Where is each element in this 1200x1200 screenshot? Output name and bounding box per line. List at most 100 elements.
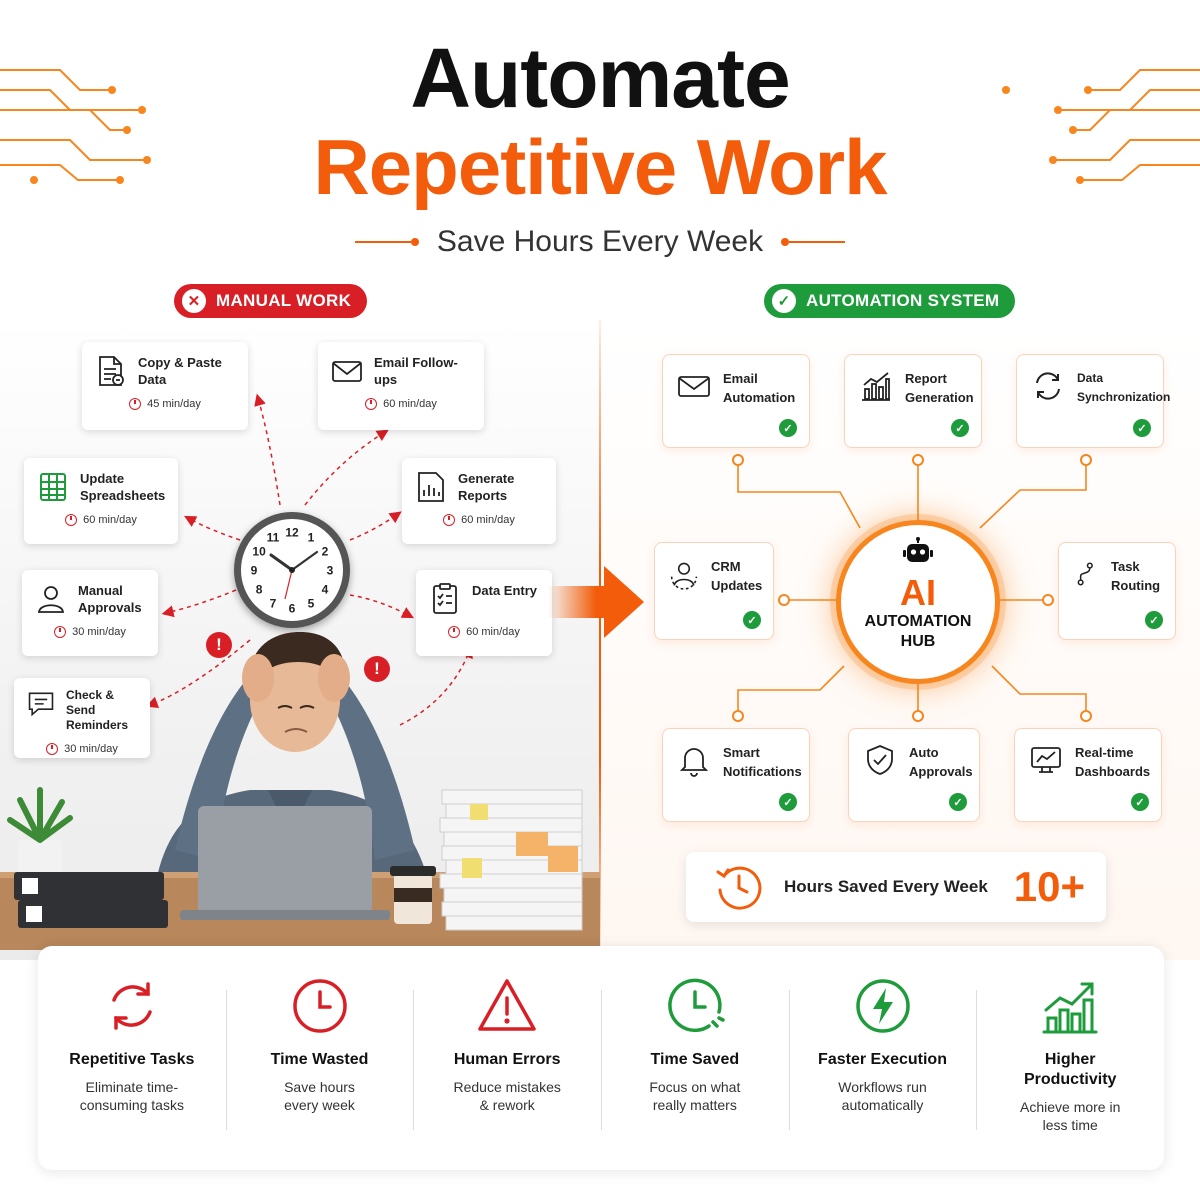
task-time: 60 min/day: [330, 398, 472, 410]
check-icon: ✓: [949, 793, 967, 811]
stopwatch-icon: [65, 514, 78, 526]
manual-task-check-send-reminders: Check & Send Reminders 30 min/day: [14, 678, 150, 758]
circuit-lines-right: [1002, 69, 1200, 184]
benefit-desc: Eliminate time-consuming tasks: [79, 1079, 184, 1113]
hub-ai-label: AI: [900, 572, 936, 613]
manual-task-manual-approvals: Manual Approvals 30 min/day: [22, 570, 158, 656]
manual-task-data-entry: Data Entry 60 min/day: [416, 570, 552, 656]
benefit-faster-execution: Faster Execution Workflows run automatic…: [788, 970, 977, 1170]
transition-arrow-icon: [548, 566, 644, 638]
stopwatch-icon: [365, 398, 378, 410]
task-label: Data Entry: [472, 583, 538, 598]
benefit-time-saved: Time Saved Focus on what really matters: [601, 970, 789, 1170]
benefit-title: Human Errors: [453, 1051, 561, 1068]
subtitle: Save Hours Every Week: [436, 225, 764, 258]
task-label: Update Spreadsheets: [80, 471, 166, 503]
repeat-icon: [112, 982, 152, 1030]
hours-saved-value: 10+: [1013, 863, 1086, 910]
automation-item-label: Report Generation: [905, 371, 974, 405]
monitor-chart-icon: [1031, 747, 1061, 773]
stressed-worker-illustration: [0, 632, 600, 950]
task-time: 45 min/day: [94, 398, 236, 410]
automation-item-smart-notifications: Smart Notifications ✓: [662, 728, 810, 822]
x-icon: ✕: [182, 289, 206, 313]
task-label: Manual Approvals: [78, 583, 142, 615]
clock-numeral: 4: [322, 583, 329, 597]
task-label: Email Follow-ups: [374, 355, 458, 387]
stopwatch-icon: [46, 743, 59, 755]
task-time: 60 min/day: [414, 514, 544, 526]
task-time: 30 min/day: [34, 626, 146, 638]
automation-item-label: Smart Notifications: [723, 745, 802, 779]
envelope-icon: [678, 376, 710, 397]
warning-badge-icon: !: [206, 632, 232, 658]
automation-item-label: Auto Approvals: [909, 745, 973, 779]
hours-saved-card: Hours Saved Every Week 10+: [686, 852, 1106, 922]
check-icon: ✓: [779, 793, 797, 811]
clock-numeral: 10: [252, 545, 266, 559]
benefit-title: Faster Execution: [818, 1051, 947, 1068]
benefit-title: Time Wasted: [270, 1051, 369, 1068]
manual-task-generate-reports: Generate Reports 60 min/day: [402, 458, 556, 544]
stopwatch-icon: [129, 398, 142, 410]
check-icon: ✓: [1145, 611, 1163, 629]
automation-system-badge: ✓ AUTOMATION SYSTEM: [764, 284, 1016, 318]
automation-item-task-routing: Task Routing ✓: [1058, 542, 1176, 640]
bar-chart-icon: [862, 372, 890, 401]
person-icon: [37, 586, 65, 613]
task-time: 30 min/day: [26, 743, 138, 755]
benefit-title: Time Saved: [650, 1051, 740, 1068]
ai-automation-hub: AI AUTOMATION HUB: [836, 520, 1000, 684]
automation-item-report-generation: Report Generation ✓: [844, 354, 982, 448]
benefits-bar: Repetitive Tasks Eliminate time-consumin…: [38, 946, 1164, 1170]
clock-numeral: 11: [267, 531, 280, 545]
clock-numeral: 1: [308, 531, 315, 545]
sync-icon: [1036, 372, 1060, 400]
manual-work-badge-label: MANUAL WORK: [216, 291, 352, 310]
automation-item-email: Email Automation ✓: [662, 354, 810, 448]
automation-item-realtime-dashboards: Real-time Dashboards ✓: [1014, 728, 1162, 822]
stopwatch-icon: [448, 626, 461, 638]
automation-item-label: Real-time Dashboards: [1075, 745, 1151, 779]
clock-numeral: 5: [308, 596, 315, 610]
benefit-human-errors: Human Errors Reduce mistakes & rework: [413, 970, 601, 1170]
circuit-lines-left: [0, 69, 151, 184]
clock-numeral: 12: [285, 526, 299, 540]
task-label: Copy & Paste Data: [138, 355, 222, 387]
clock-refresh-icon: [716, 866, 762, 910]
hours-saved-label: Hours Saved Every Week: [784, 877, 988, 896]
report-chart-icon: [418, 472, 444, 502]
benefit-desc: Achieve more in less time: [1020, 1099, 1121, 1133]
checklist-icon: [433, 583, 457, 614]
check-icon: ✓: [1133, 419, 1151, 437]
subtitle-deco-right: [781, 238, 846, 246]
manual-task-arrows: [145, 393, 473, 726]
route-icon: [1077, 562, 1093, 586]
automation-item-label: CRM Updates: [711, 559, 763, 593]
check-icon: ✓: [779, 419, 797, 437]
shield-check-icon: [867, 745, 893, 775]
clock-icon: [292, 979, 347, 1033]
automation-system-badge-label: AUTOMATION SYSTEM: [806, 291, 1000, 310]
automation-item-auto-approvals: Auto Approvals ✓: [848, 728, 980, 822]
stopwatch-icon: [54, 626, 67, 638]
task-time: 60 min/day: [36, 514, 166, 526]
benefit-higher-productivity: Higher Productivity Achieve more in less…: [976, 970, 1164, 1170]
automation-item-label: Task Routing: [1111, 559, 1161, 593]
automation-item-crm-updates: CRM Updates ✓: [654, 542, 774, 640]
benefit-desc: Focus on what really matters: [649, 1079, 741, 1113]
benefit-desc: Reduce mistakes & rework: [453, 1079, 561, 1113]
lightning-icon: [855, 979, 910, 1033]
clock-numeral: 6: [289, 602, 296, 616]
manual-work-badge: ✕ MANUAL WORK: [174, 284, 368, 318]
check-icon: ✓: [772, 289, 796, 313]
headline-line-2: Repetitive Work: [313, 123, 887, 211]
check-icon: ✓: [1131, 793, 1149, 811]
benefit-title: Higher Productivity: [1023, 1051, 1117, 1088]
task-time: 60 min/day: [428, 626, 540, 638]
envelope-icon: [332, 361, 362, 382]
headline-line-1: Automate: [410, 31, 790, 125]
automation-item-label: Data Synchronization: [1077, 371, 1171, 404]
